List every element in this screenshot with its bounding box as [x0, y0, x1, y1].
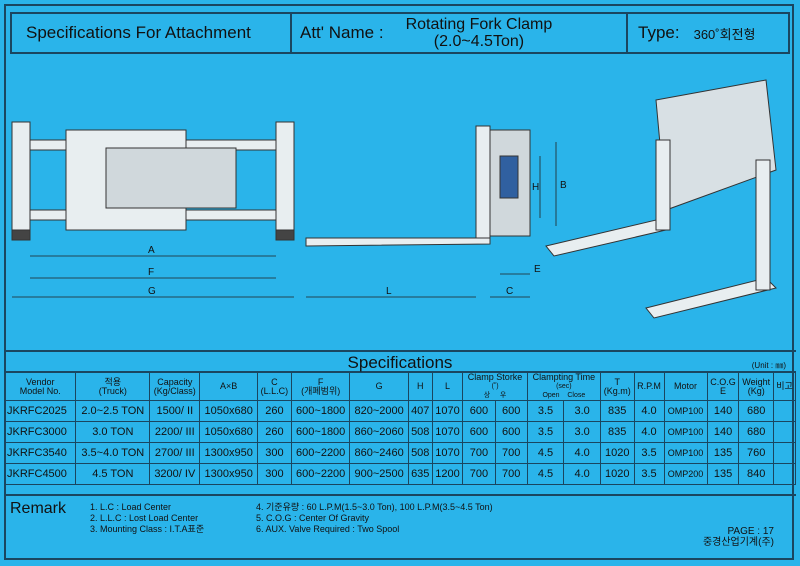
remark-title: Remark	[10, 500, 67, 517]
dim-label-g: G	[148, 286, 156, 297]
att-name-label: Att' Name :	[300, 23, 384, 42]
att-name-value: Rotating Fork Clamp (2.0~4.5Ton)	[406, 16, 553, 50]
table-row: JKRFC3000 3.0 TON 2200/ III 1050x680 260…	[3, 421, 797, 443]
col-clamp-time: Clampting Time(sec)Open Close	[526, 372, 601, 401]
table-row: JKRFC4500 4.5 TON 3200/ IV 1300x950 300 …	[3, 463, 797, 485]
attachment-name-cell: Att' Name : Rotating Fork Clamp (2.0~4.5…	[292, 14, 628, 52]
front-arm-right	[275, 121, 295, 241]
col-h: H	[407, 372, 433, 401]
dim-label-f: F	[148, 267, 154, 278]
page-title: Specifications For Attachment	[12, 14, 292, 52]
iso-arm-1	[655, 139, 671, 231]
dim-label-e: E	[534, 264, 541, 275]
dim-label-c: C	[506, 286, 513, 297]
col-axb: A×B	[199, 372, 258, 401]
type-label: Type:	[638, 23, 680, 42]
dim-label-a: A	[148, 245, 155, 256]
side-motor	[499, 155, 519, 199]
front-pad-right	[275, 229, 295, 241]
side-fork-upright	[475, 125, 491, 239]
remark-notes-1: 1. L.C : Load Center 2. L.L.C : Lost Loa…	[90, 502, 205, 534]
dim-label-b: B	[560, 180, 567, 191]
company-name: 중경산업기계(주)	[702, 537, 774, 548]
iso-arm-2	[755, 159, 771, 291]
specifications-title: Specifications	[4, 350, 796, 372]
front-arm-left	[11, 121, 31, 241]
col-rpm: R.P.M	[633, 372, 665, 401]
remark-notes-2: 4. 기준유량 : 60 L.P.M(1.5~3.0 Ton), 100 L.P…	[256, 502, 493, 534]
iso-fork-2	[645, 277, 777, 319]
col-g: G	[349, 372, 409, 401]
front-pad-left	[11, 229, 31, 241]
dim-label-h: H	[532, 182, 539, 193]
page-frame	[4, 4, 794, 560]
col-weight: Weight(Kg)	[738, 372, 774, 401]
col-remark: 비고	[772, 372, 797, 401]
table-row: JKRFC3540 3.5~4.0 TON 2700/ III 1300x950…	[3, 442, 797, 464]
side-fork-blade	[305, 237, 491, 247]
page-footer: PAGE : 17 중경산업기계(주)	[703, 526, 774, 548]
type-cell: Type: 360˚회전형	[628, 14, 788, 52]
iso-fork-1	[545, 219, 667, 257]
header-bar: Specifications For Attachment Att' Name …	[10, 12, 790, 54]
technical-drawing: A F G L C E H B	[6, 60, 794, 350]
col-truck: 적용(Truck)	[75, 372, 151, 401]
unit-note: (Unit : ㎜)	[751, 361, 786, 370]
table-row: JKRFC2025 2.0~2.5 TON 1500/ II 1050x680 …	[3, 400, 797, 422]
col-motor: Motor	[663, 372, 708, 401]
page-number: PAGE : 17	[727, 526, 774, 537]
col-c: C(L.L.C)	[256, 372, 292, 401]
att-name-line1: Rotating Fork Clamp	[405, 16, 553, 33]
col-f: F(개폐범위)	[290, 372, 351, 401]
drawing-svg: A F G L C E H B	[11, 79, 777, 319]
col-t: T(Kg.m)	[599, 372, 635, 401]
col-clamp-stroke: Clamp Storke(˚)상 우	[462, 372, 528, 401]
front-rotator	[105, 147, 237, 209]
dim-label-l: L	[386, 286, 392, 297]
att-name-line2: (2.0~4.5Ton)	[433, 33, 525, 50]
remark-section: Remark 1. L.C : Load Center 2. L.L.C : L…	[4, 494, 796, 556]
col-capacity: Capacity(Kg/Class)	[149, 372, 201, 401]
type-value: 360˚회전형	[693, 26, 756, 42]
side-rotator	[489, 129, 531, 237]
col-l: L	[431, 372, 464, 401]
